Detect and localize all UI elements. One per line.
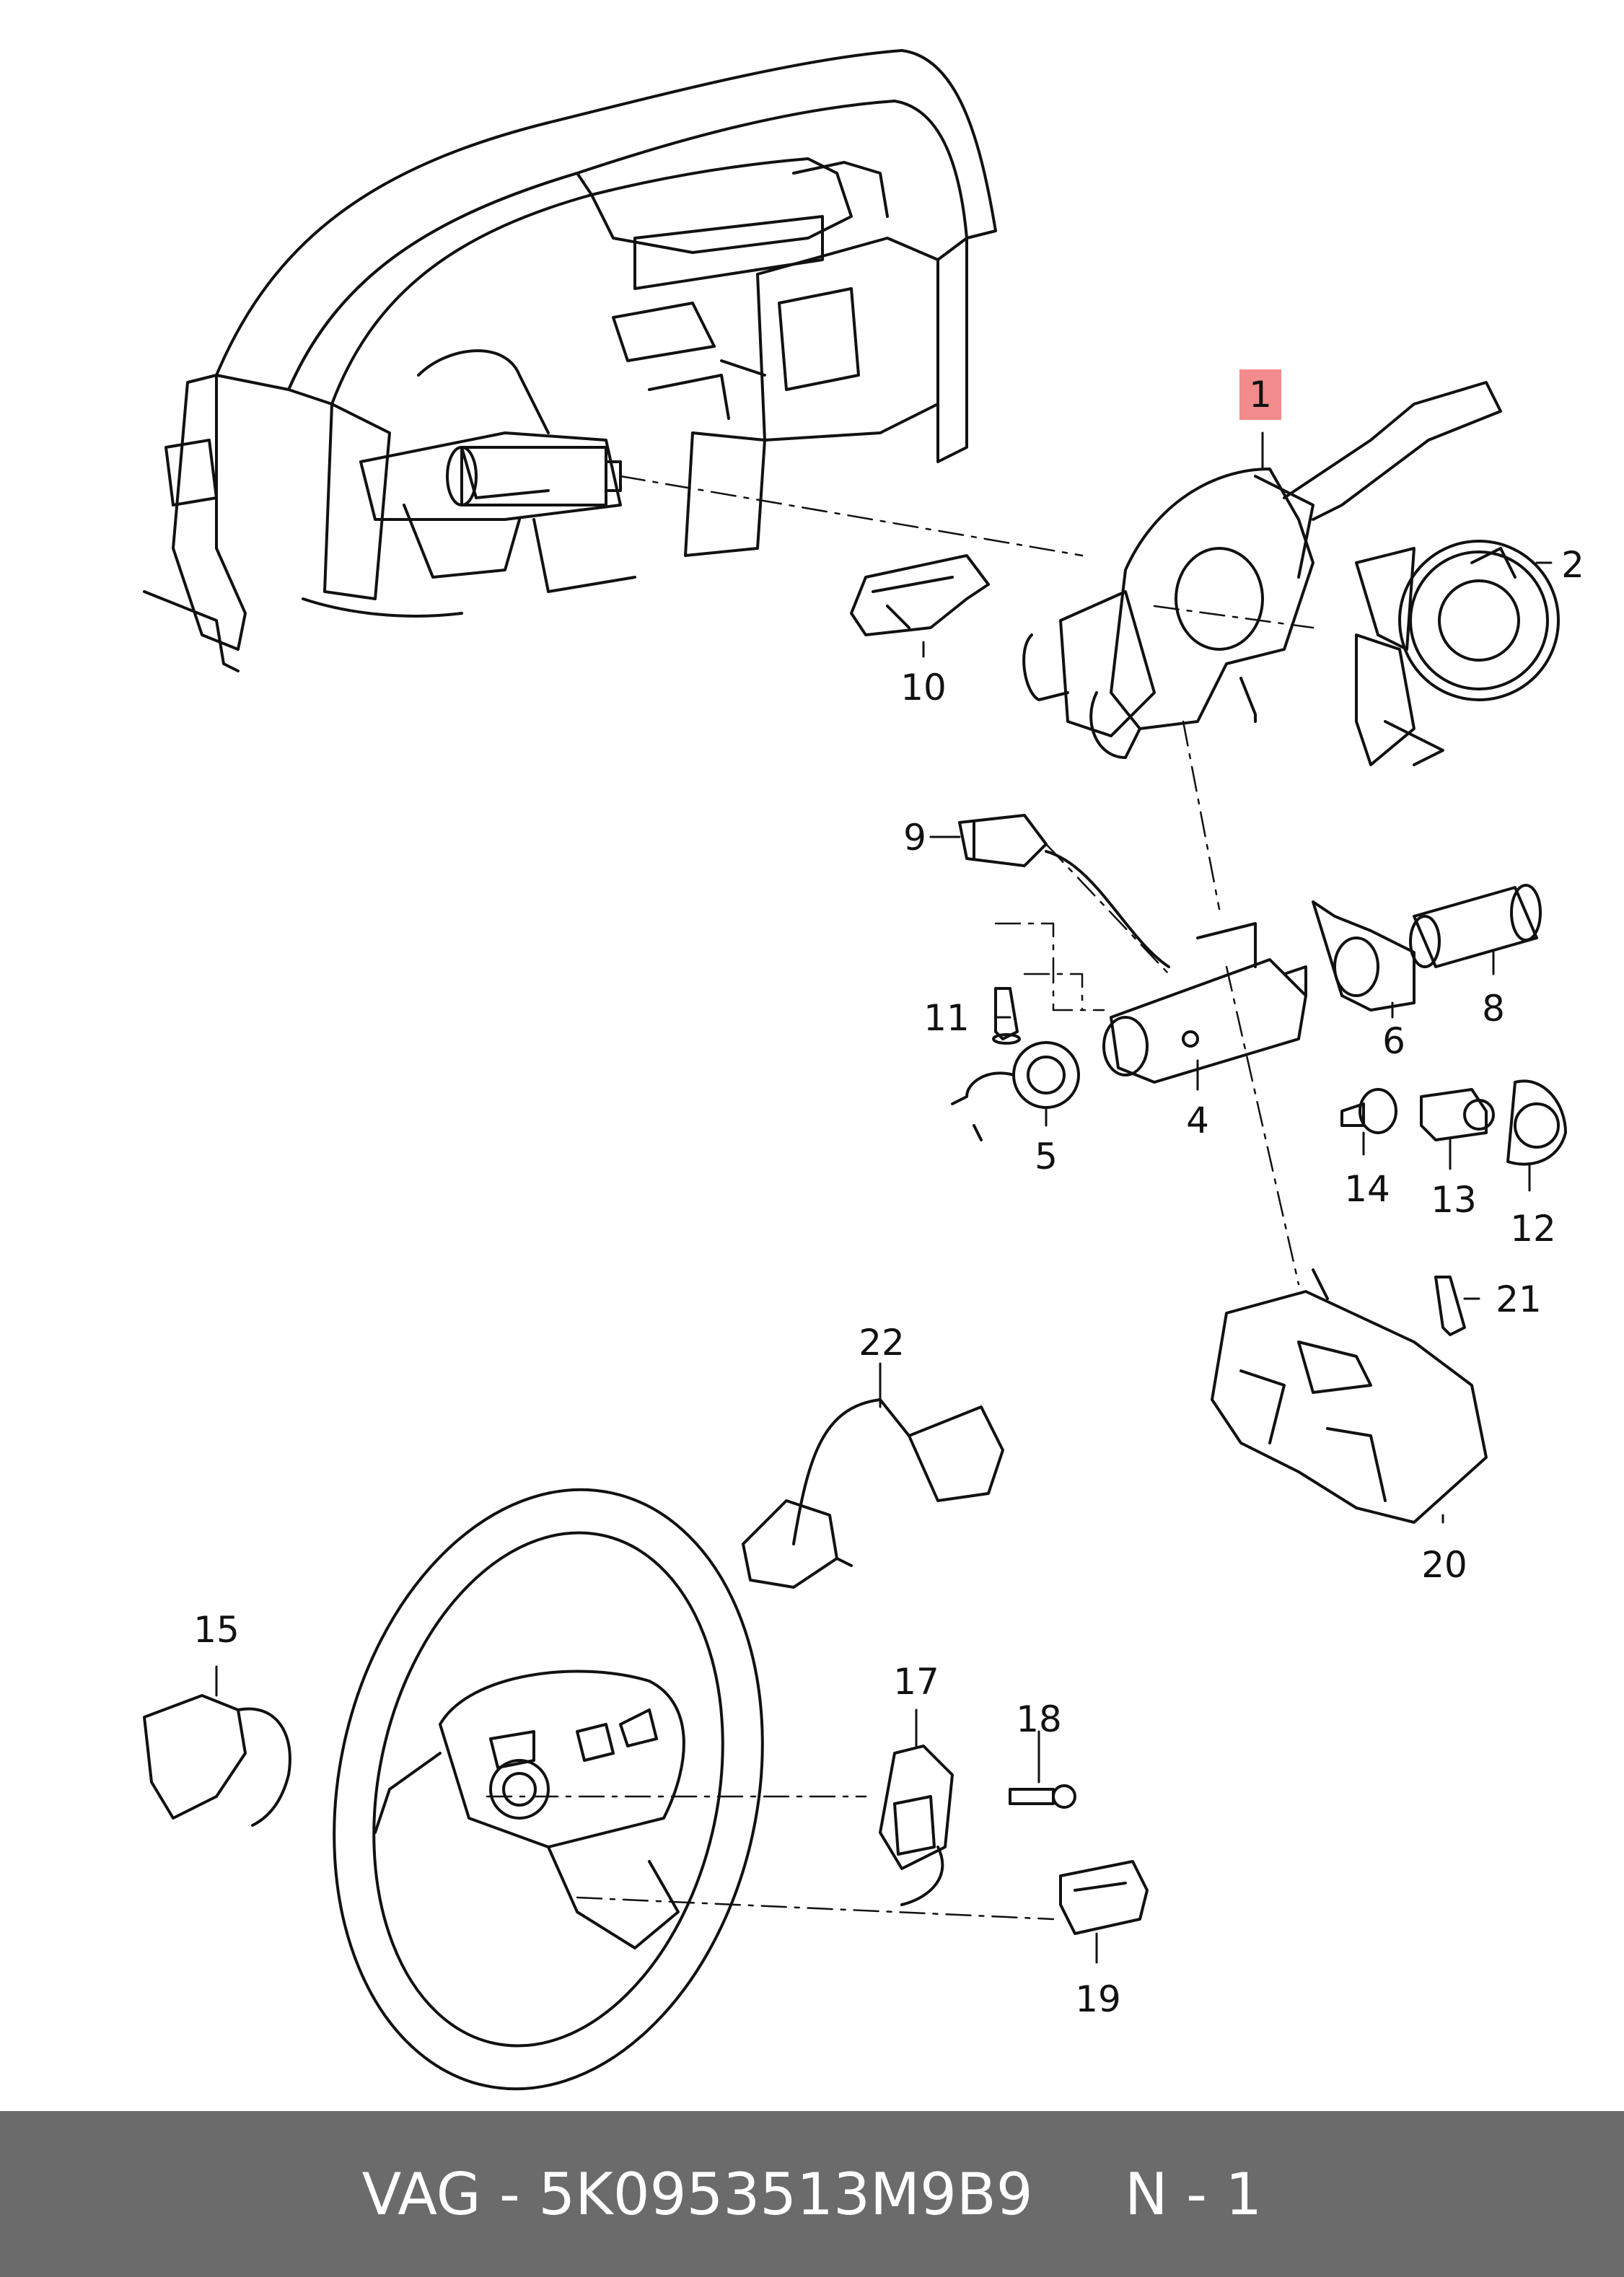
callout-18: 18 [1016, 1698, 1062, 1740]
part-multifunction-switch [742, 1398, 1004, 1589]
steering-wheel [333, 1488, 764, 2091]
part-column-cover [1211, 1268, 1488, 1524]
footer-item: N - 1 [1124, 2160, 1263, 2228]
leader-lines [486, 475, 1314, 1921]
callout-5: 5 [1035, 1136, 1058, 1177]
part-sensor-ring [951, 1041, 1080, 1141]
callout-8: 8 [1482, 988, 1505, 1030]
part-clip-14 [1340, 1088, 1397, 1134]
callout-1: 1 [1249, 374, 1272, 416]
callout-14: 14 [1344, 1168, 1390, 1210]
part-lock-cylinder [1409, 884, 1542, 968]
part-bolt-18 [1009, 1784, 1076, 1809]
dashboard-assembly [143, 49, 997, 672]
footer-part-number: 5K0953513M9B9 [538, 2160, 1033, 2228]
callout-21: 21 [1496, 1278, 1542, 1320]
part-number-footer: VAG - 5K0953513M9B9 N - 1 [0, 2111, 1624, 2277]
callout-11: 11 [923, 997, 970, 1039]
part-clock-spring [1355, 540, 1560, 766]
part-combination-switch [1022, 381, 1502, 759]
part-lock-housing [1102, 922, 1307, 1084]
highlight-box [1239, 369, 1281, 420]
callout-20: 20 [1421, 1544, 1467, 1586]
footer-spacer [1033, 2161, 1125, 2228]
part-trim-15 [143, 1694, 291, 1827]
part-start-button [1420, 1088, 1495, 1141]
callout-19: 19 [1075, 1978, 1121, 2020]
part-17 [879, 1745, 954, 1906]
part-bracket-6 [1312, 900, 1415, 1012]
parts-diagram: 1 2 10 9 11 4 5 6 8 14 13 12 21 20 22 15… [143, 49, 1584, 2091]
callout-leaders [215, 431, 1553, 1964]
part-19 [1059, 1860, 1149, 1935]
callout-15: 15 [193, 1609, 240, 1651]
callout-10: 10 [900, 667, 947, 708]
part-connector-10 [850, 554, 990, 636]
callout-6: 6 [1382, 1020, 1405, 1062]
callout-12: 12 [1510, 1208, 1556, 1250]
callout-13: 13 [1431, 1179, 1477, 1221]
part-screw-21 [1434, 1276, 1466, 1336]
part-screw-11 [992, 987, 1021, 1045]
callout-9: 9 [903, 817, 926, 859]
callout-labels: 1 2 10 9 11 4 5 6 8 14 13 12 21 20 22 15… [193, 374, 1584, 2020]
footer-brand: VAG [361, 2160, 481, 2228]
callout-22: 22 [859, 1322, 905, 1364]
part-bezel-12 [1506, 1079, 1567, 1166]
steering-column-shaft [446, 446, 622, 506]
callout-2: 2 [1561, 544, 1584, 586]
callout-17: 17 [893, 1661, 939, 1703]
part-sensor-9 [958, 814, 1170, 968]
callout-4: 4 [1186, 1100, 1209, 1141]
footer-separator: - [480, 2160, 539, 2228]
